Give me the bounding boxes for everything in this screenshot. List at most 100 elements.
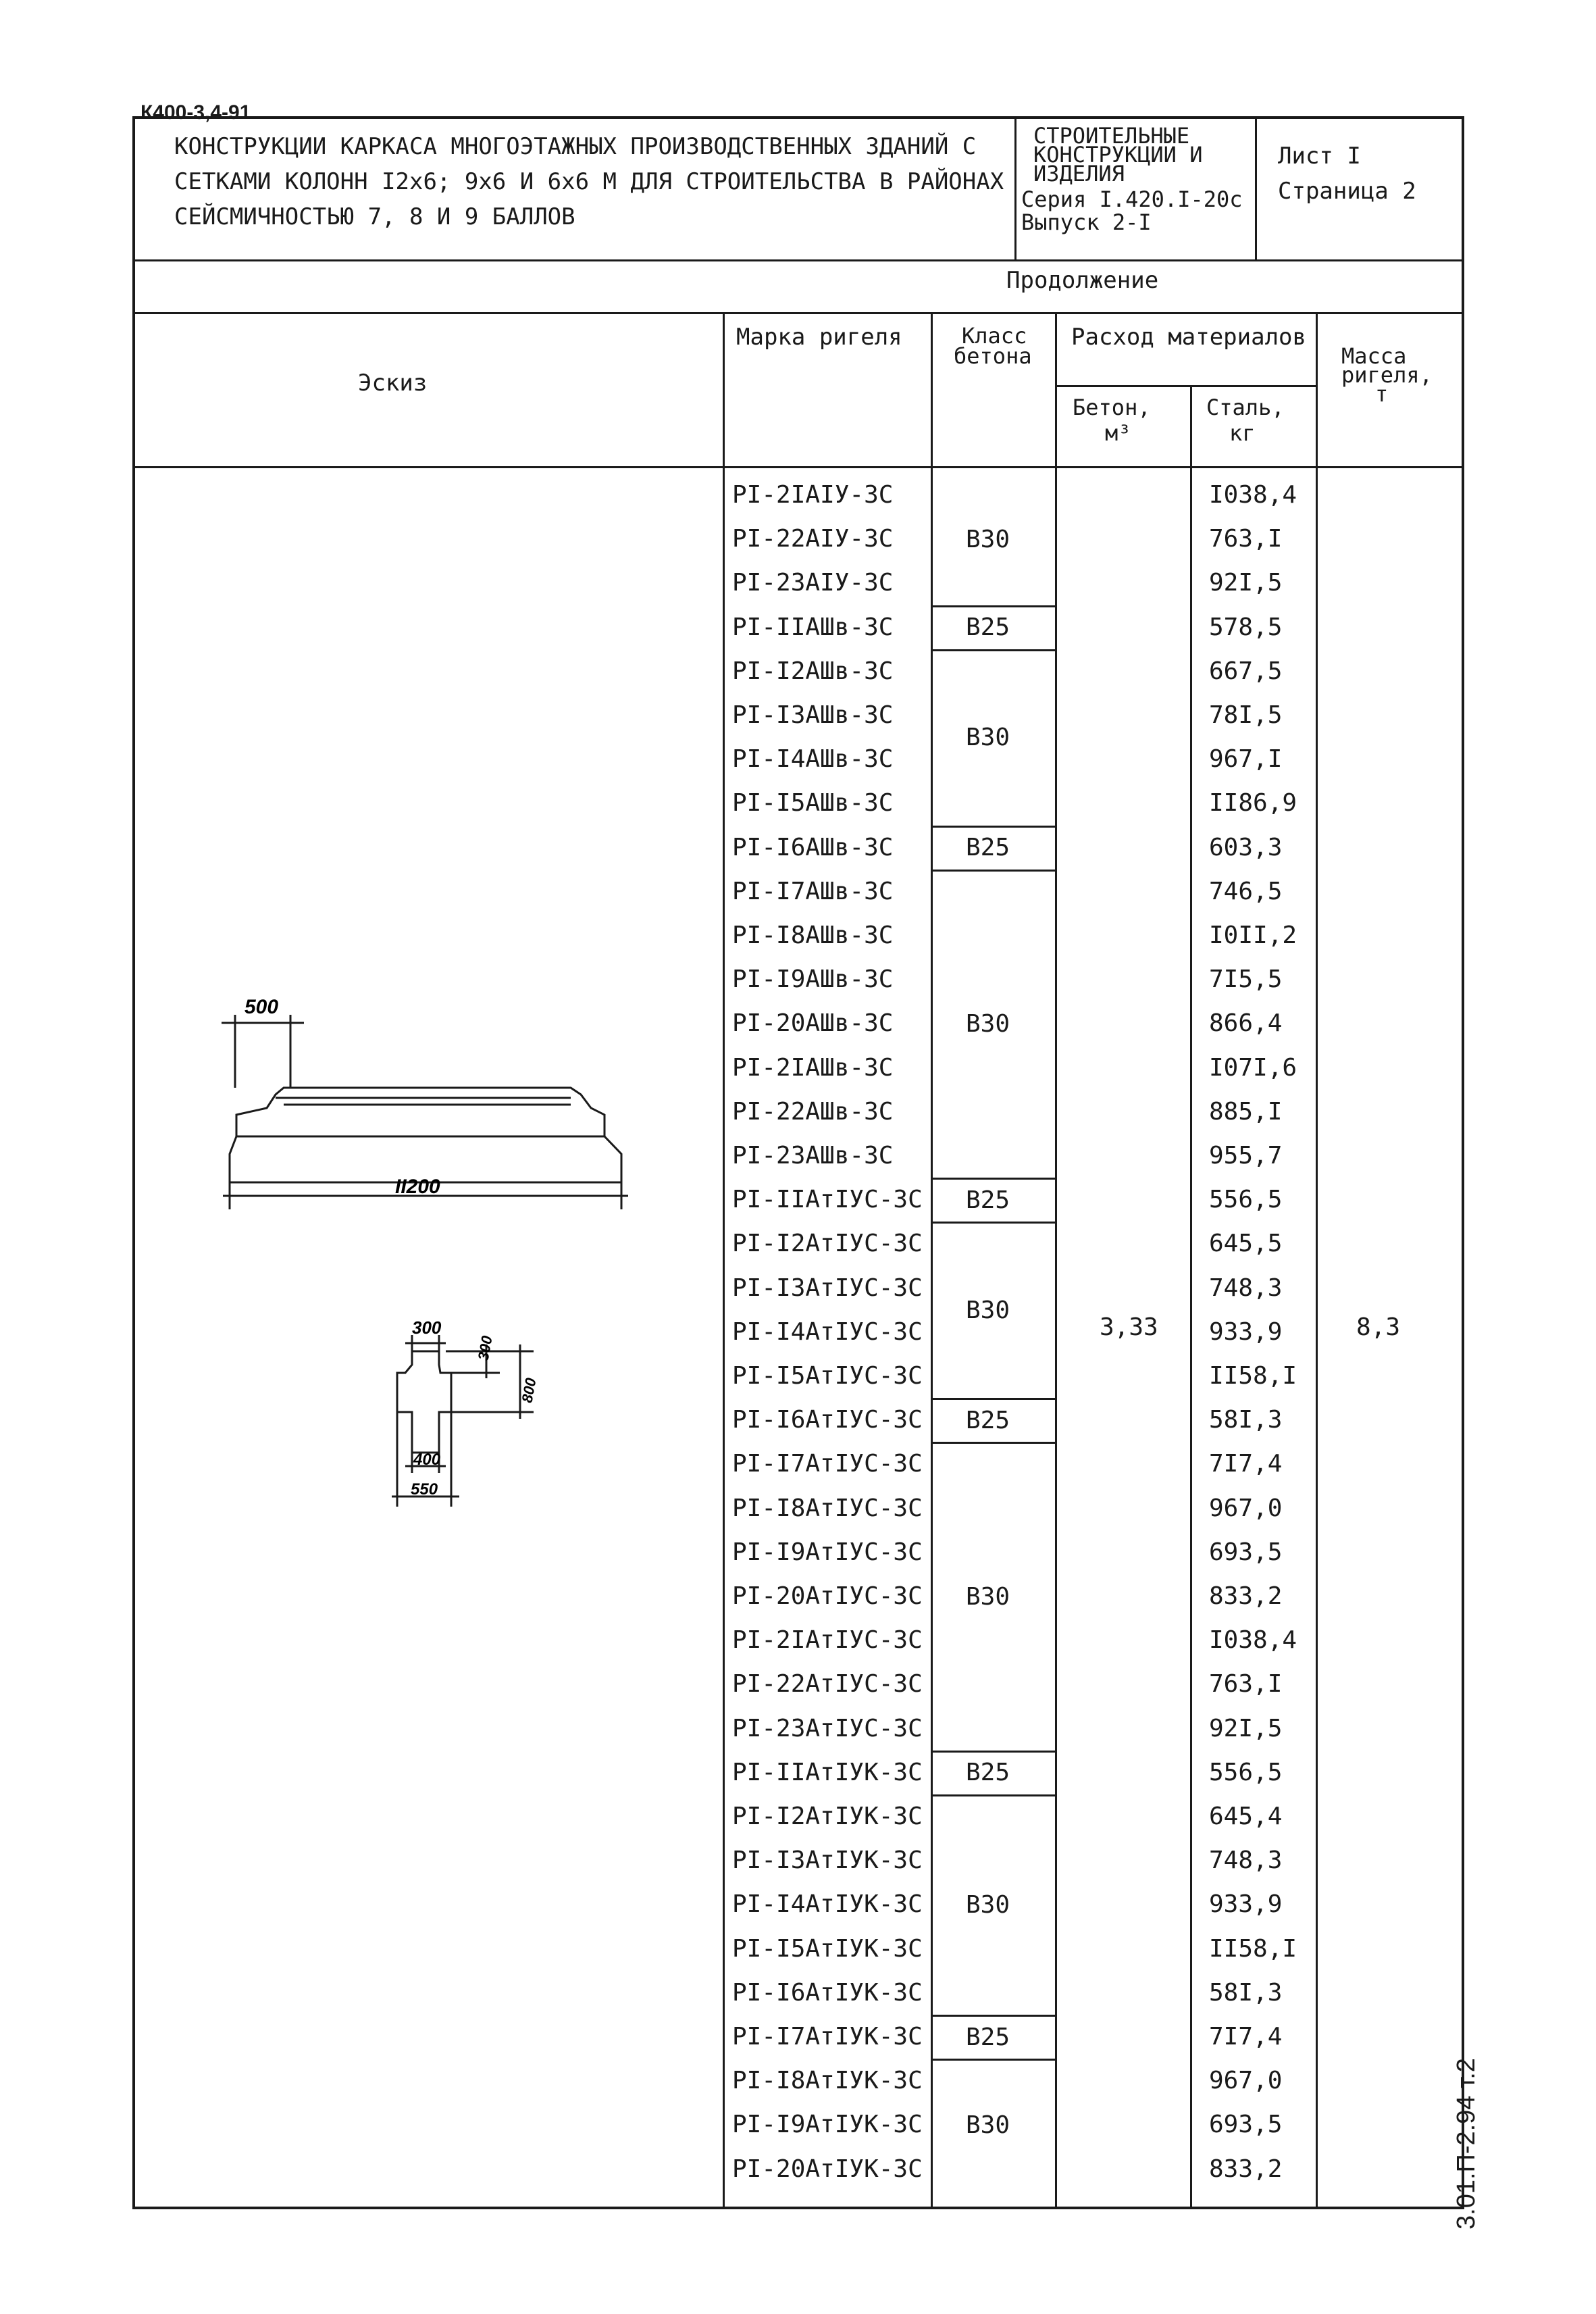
section-bottom-dim: 550: [411, 1480, 438, 1499]
table-row-mark: PI-22AтIУС-3С: [732, 1670, 923, 1699]
col-sketch: Эскиз: [358, 370, 428, 397]
continuation-label: Продолжение: [1006, 267, 1159, 294]
catalog-issue: Выпуск 2-I: [1021, 209, 1152, 235]
col-concrete-2: м³: [1105, 420, 1131, 446]
header-bottom-line: [132, 259, 1464, 261]
consumption-under-line: [1055, 385, 1316, 387]
table-row-steel: 58I,3: [1209, 1978, 1283, 2007]
table-row-mark: PI-I9AШв-3С: [732, 965, 894, 994]
table-row-mark: PI-I3AтIУС-3С: [732, 1274, 923, 1302]
catalog-series: Серия I.420.I-20с: [1021, 186, 1243, 212]
table-row-mark: PI-I5AтIУС-3С: [732, 1362, 923, 1390]
table-row-mark: PI-IIAтIУС-3С: [732, 1186, 923, 1214]
class-group-divider: [931, 1442, 1055, 1444]
table-row-mark: PI-I6AтIУС-3С: [732, 1406, 923, 1434]
table-row-steel: 933,9: [1209, 1317, 1283, 1346]
table-row-steel: I0II,2: [1209, 922, 1297, 949]
concrete-class-group: B25: [966, 613, 1010, 642]
concrete-class-group: B25: [966, 1186, 1010, 1214]
col-concrete-1: Бетон,: [1073, 395, 1151, 420]
col-mass-2: ригеля,: [1341, 362, 1433, 388]
table-row-mark: PI-20AтIУК-3С: [732, 2155, 923, 2183]
table-row-steel: 645,4: [1209, 1803, 1283, 1830]
header-title-line-3: СЕЙСМИЧНОСТЬЮ 7, 8 И 9 БАЛЛОВ: [174, 203, 575, 230]
table-row-steel: 833,2: [1209, 1582, 1283, 1610]
concrete-volume: 3,33: [1100, 1313, 1158, 1341]
table-row-mark: PI-I7AШв-3С: [732, 877, 894, 905]
table-row-steel: 693,5: [1209, 2111, 1283, 2139]
section-web-dim: 400: [413, 1451, 441, 1469]
table-row-steel: 7I7,4: [1209, 2023, 1283, 2051]
table-row-steel: 748,3: [1209, 1846, 1283, 1875]
table-row-mark: PI-23AтIУС-3С: [732, 1714, 923, 1742]
table-row-steel: II58,I: [1209, 1934, 1297, 1963]
table-row-steel: 955,7: [1209, 1142, 1283, 1169]
concrete-class-group: B25: [966, 1759, 1010, 1787]
document-code: К400-3,4-91: [140, 101, 251, 124]
table-row-mark: PI-I9AтIУС-3С: [732, 1538, 923, 1566]
col-steel-1: Сталь,: [1206, 395, 1285, 420]
class-group-divider: [931, 1794, 1055, 1796]
table-row-mark: PI-I9AтIУК-3С: [732, 2111, 923, 2139]
table-row-mark: PI-20AтIУС-3С: [732, 1582, 923, 1610]
catalog-line-3: ИЗДЕЛИЯ: [1033, 161, 1125, 186]
table-row-mark: PI-2IAШв-3С: [732, 1053, 894, 1082]
table-row-mark: PI-23AIУ-3С: [732, 569, 894, 597]
table-row-steel: 933,9: [1209, 1890, 1283, 1919]
col-divider-mark: [723, 312, 725, 2209]
table-row-steel: 7I5,5: [1209, 965, 1283, 994]
table-row-steel: I038,4: [1209, 481, 1297, 509]
table-row-steel: II86,9: [1209, 789, 1297, 818]
table-row-steel: 78I,5: [1209, 701, 1283, 729]
table-row-mark: PI-22AШв-3С: [732, 1097, 894, 1126]
table-row-steel: 885,I: [1209, 1097, 1283, 1126]
table-row-steel: 833,2: [1209, 2155, 1283, 2183]
table-row-mark: PI-I4AтIУС-3С: [732, 1317, 923, 1346]
table-row-steel: 667,5: [1209, 657, 1283, 685]
table-row-steel: I038,4: [1209, 1626, 1297, 1655]
concrete-class-group: B30: [966, 525, 1010, 553]
table-row-steel: 746,5: [1209, 877, 1283, 905]
table-row-mark: PI-20AШв-3С: [732, 1009, 894, 1038]
header-divider-2: [1255, 116, 1257, 259]
table-row-mark: PI-I2AтIУС-3С: [732, 1230, 923, 1258]
table-row-mark: PI-2IAIУ-3С: [732, 481, 894, 509]
concrete-class-group: B25: [966, 1406, 1010, 1434]
table-row-steel: 693,5: [1209, 1538, 1283, 1566]
section-flange-dim: 300: [475, 1334, 496, 1361]
table-row-steel: 578,5: [1209, 613, 1283, 641]
col-mark: Марка ригеля: [736, 324, 902, 351]
page-label: Страница 2: [1278, 178, 1416, 205]
header-title-line-1: КОНСТРУКЦИИ КАРКАСА МНОГОЭТАЖНЫХ ПРОИЗВО…: [174, 133, 977, 160]
table-row-steel: 866,4: [1209, 1009, 1283, 1038]
class-group-divider: [931, 2059, 1055, 2061]
table-row-mark: PI-IIAШв-3С: [732, 613, 894, 641]
table-row-steel: 92I,5: [1209, 569, 1283, 597]
table-row-steel: 763,I: [1209, 1670, 1283, 1699]
table-row-steel: 763,I: [1209, 525, 1283, 553]
table-row-mark: PI-2IAтIУС-3С: [732, 1626, 923, 1655]
header-row-bottom: [132, 466, 1464, 468]
class-group-divider: [931, 1222, 1055, 1224]
class-group-divider: [931, 1750, 1055, 1753]
class-group-divider: [931, 605, 1055, 607]
page-stamp: 3.01.П-2.94 т.2: [1452, 2058, 1481, 2230]
col-steel-2: кг: [1229, 420, 1256, 446]
table-row-mark: PI-I2AтIУК-3С: [732, 1803, 923, 1830]
table-row-mark: PI-23AШв-3С: [732, 1142, 894, 1169]
table-row-steel: I07I,6: [1209, 1053, 1297, 1082]
class-group-divider: [931, 2015, 1055, 2017]
concrete-class-group: B30: [966, 1010, 1010, 1038]
class-group-divider: [931, 1398, 1055, 1401]
catalog-line-1: СТРОИТЕЛЬНЫЕ: [1033, 123, 1190, 149]
table-row-mark: PI-I5AШв-3С: [732, 789, 894, 818]
header-title-line-2: СЕТКАМИ КОЛОНН I2х6; 9х6 И 6х6 М ДЛЯ СТР…: [174, 168, 1004, 195]
sheet-label: Лист I: [1278, 143, 1361, 170]
table-row-mark: PI-IIAтIУК-3С: [732, 1758, 923, 1786]
col-divider-mass: [1316, 312, 1318, 2209]
col-class-1: Класс: [962, 323, 1027, 349]
table-row-mark: PI-I6AтIУК-3С: [732, 1978, 923, 2007]
class-group-divider: [931, 869, 1055, 872]
concrete-class-group: B30: [966, 1582, 1010, 1611]
col-mass-1: Масса: [1341, 343, 1407, 369]
